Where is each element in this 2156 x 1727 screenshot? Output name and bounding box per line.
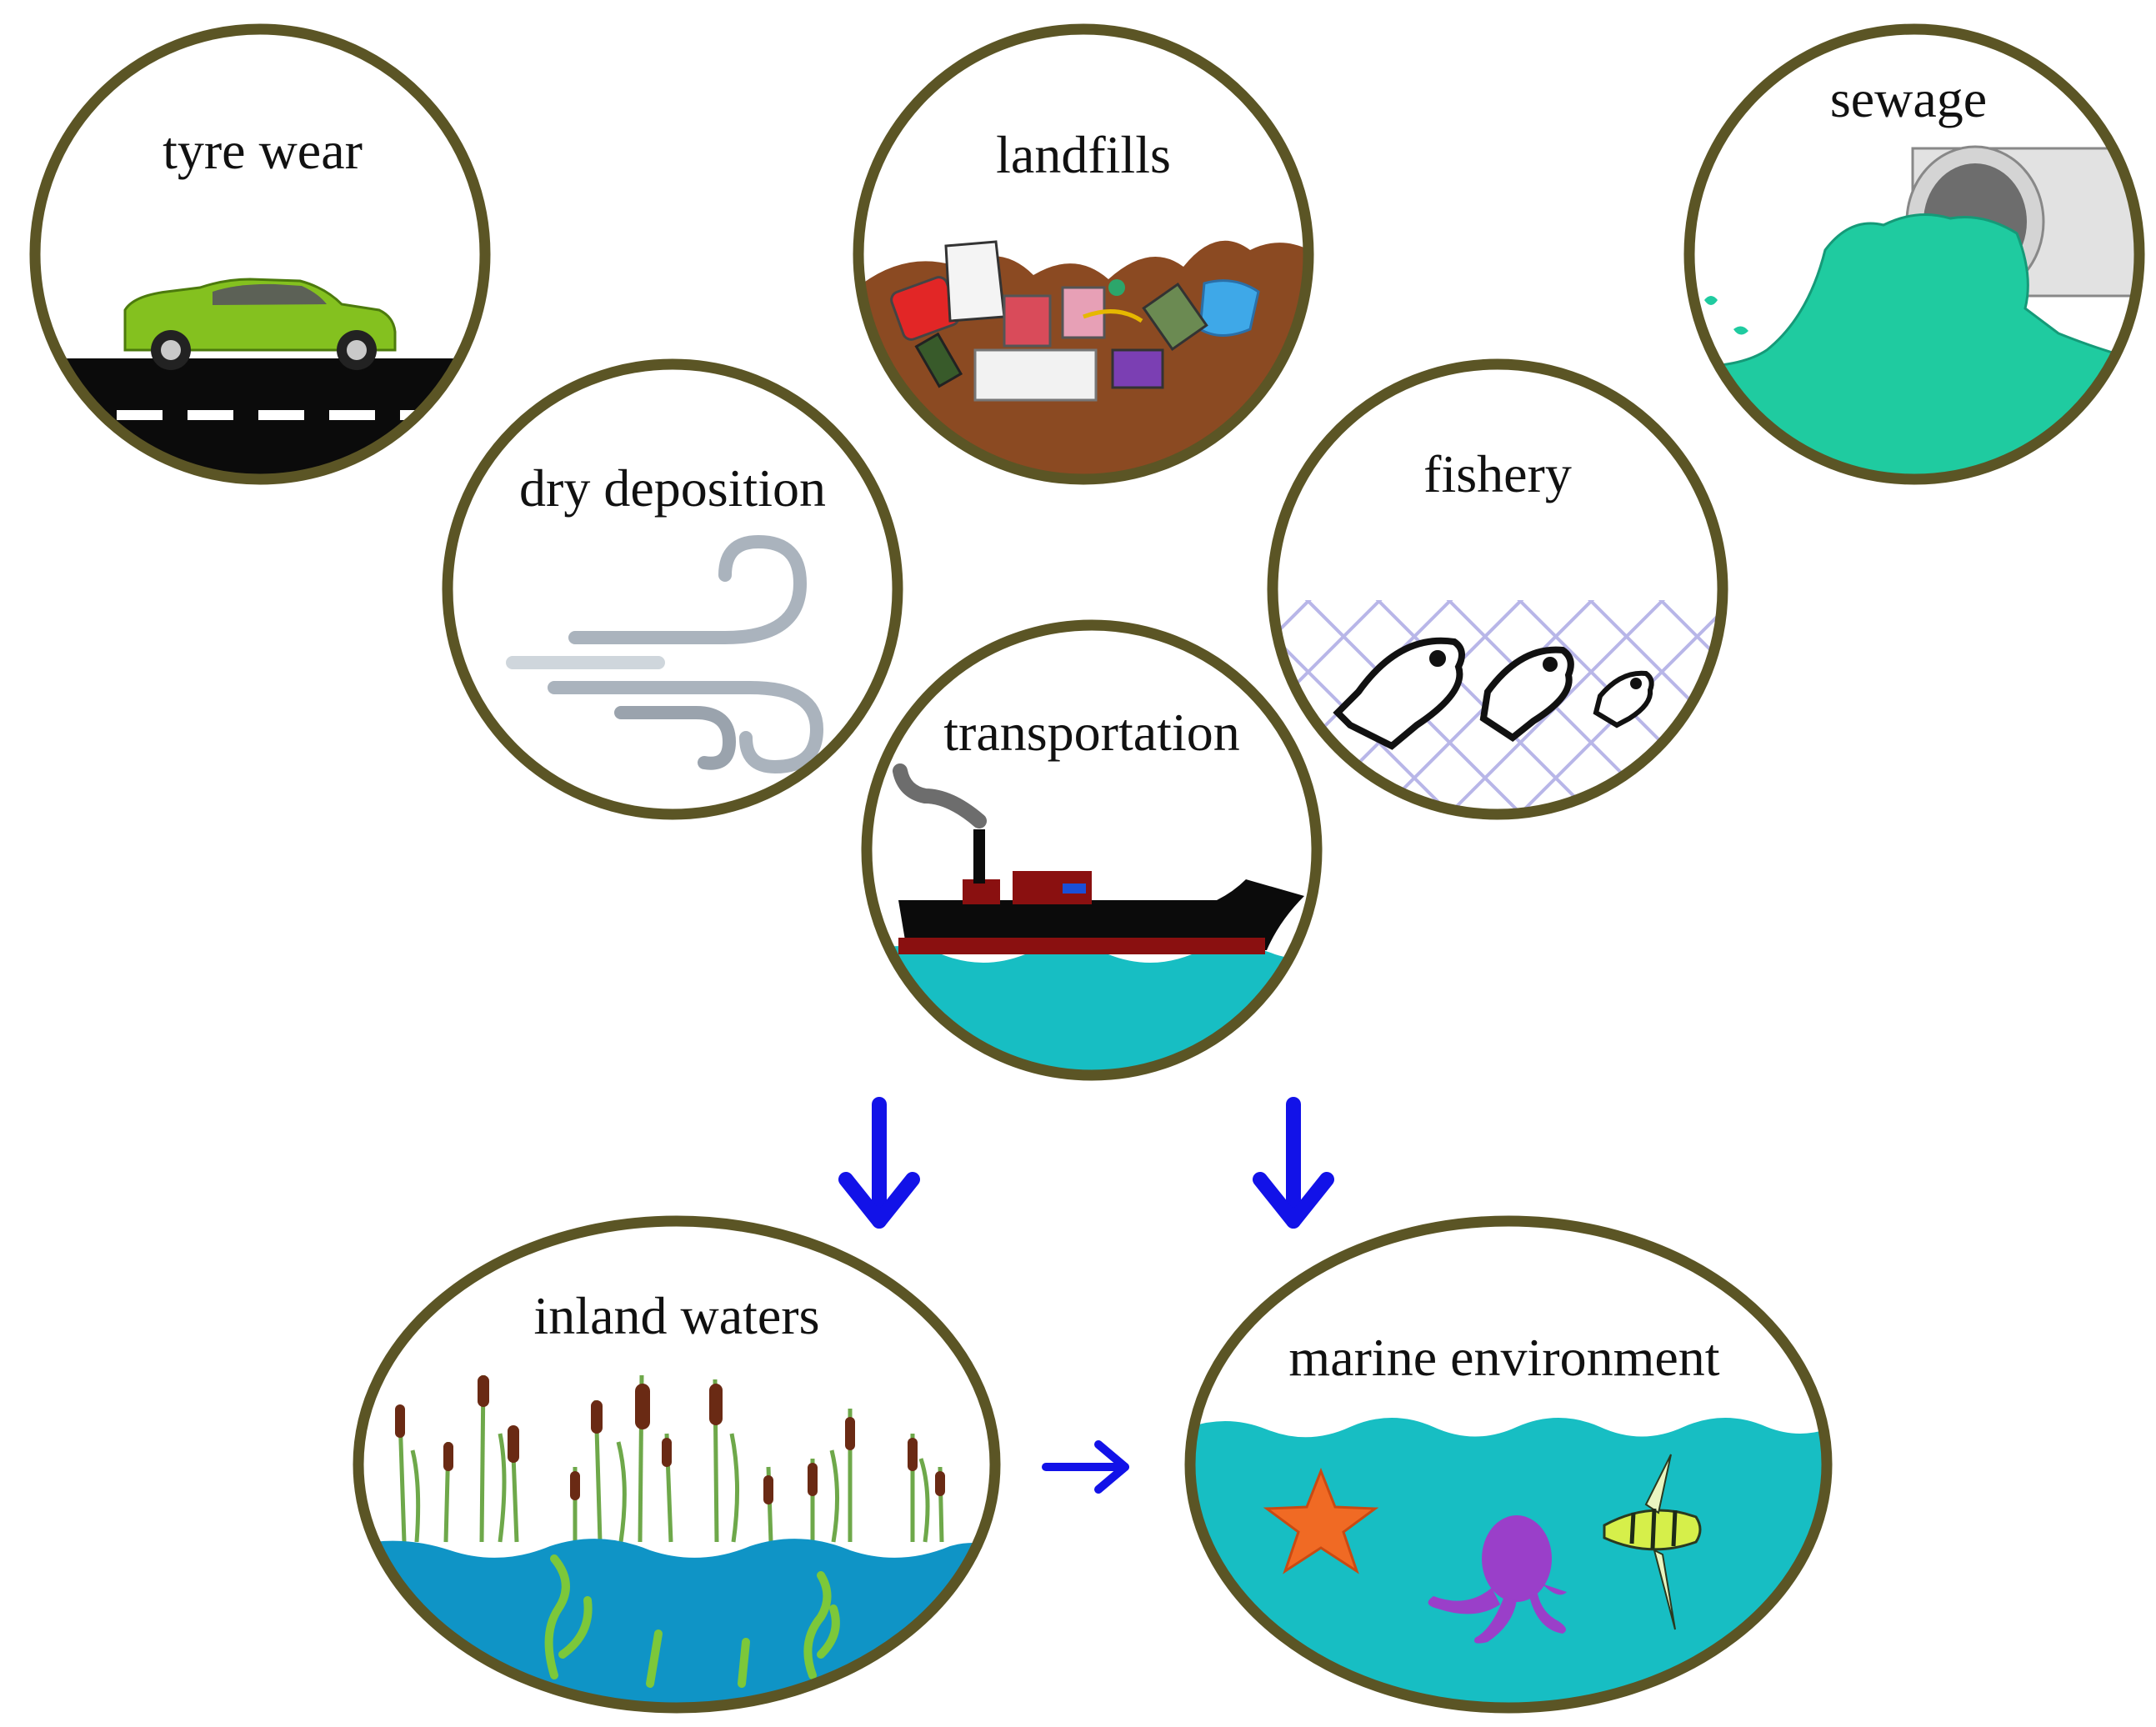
- arrow-down-to-marine: [1253, 1097, 1334, 1229]
- source-sewage: sewage: [1683, 23, 2145, 485]
- cattail-icon: [395, 1374, 945, 1543]
- dry-deposition-label: dry deposition: [519, 458, 826, 518]
- marine-environment-label: marine environment: [1288, 1328, 1719, 1387]
- seaweed-icon: [544, 1554, 840, 1688]
- tyre-wear-label: tyre wear: [163, 121, 363, 180]
- sewage-label: sewage: [1830, 69, 1987, 128]
- angelfish-icon: [1603, 1454, 1702, 1630]
- pipe-outflow-icon: [1690, 145, 2139, 479]
- source-landfills: landfills: [853, 23, 1314, 485]
- arrow-down-to-inland: [838, 1097, 920, 1229]
- inland-waters-label: inland waters: [534, 1286, 820, 1345]
- car-icon: [123, 278, 397, 370]
- source-fishery: fishery: [1267, 358, 1728, 820]
- source-tyre-wear: tyre wear: [29, 23, 491, 485]
- sink-inland-waters: inland waters: [353, 1215, 1001, 1714]
- garbage-pile-icon: [890, 240, 1260, 402]
- arrow-inland-to-marine: [1042, 1440, 1129, 1494]
- landfills-label: landfills: [996, 125, 1171, 184]
- source-dry-deposition: dry deposition: [442, 358, 903, 820]
- fish-net-icon: [1333, 637, 1654, 750]
- octopus-icon: [1428, 1515, 1567, 1644]
- transportation-label: transportation: [943, 703, 1239, 762]
- sea-life-icon: [1263, 1454, 1702, 1644]
- sink-marine-environment: marine environment: [1184, 1215, 1833, 1714]
- road: [35, 358, 485, 479]
- starfish-icon: [1263, 1467, 1379, 1574]
- flow-arrows: [838, 1097, 1334, 1494]
- sea: [867, 946, 1317, 1075]
- ship-icon: [893, 763, 1304, 954]
- source-transportation: transportation: [861, 619, 1323, 1081]
- wind-icon: [506, 534, 824, 774]
- fishery-label: fishery: [1423, 444, 1572, 503]
- sewage-flow: [1690, 213, 2135, 479]
